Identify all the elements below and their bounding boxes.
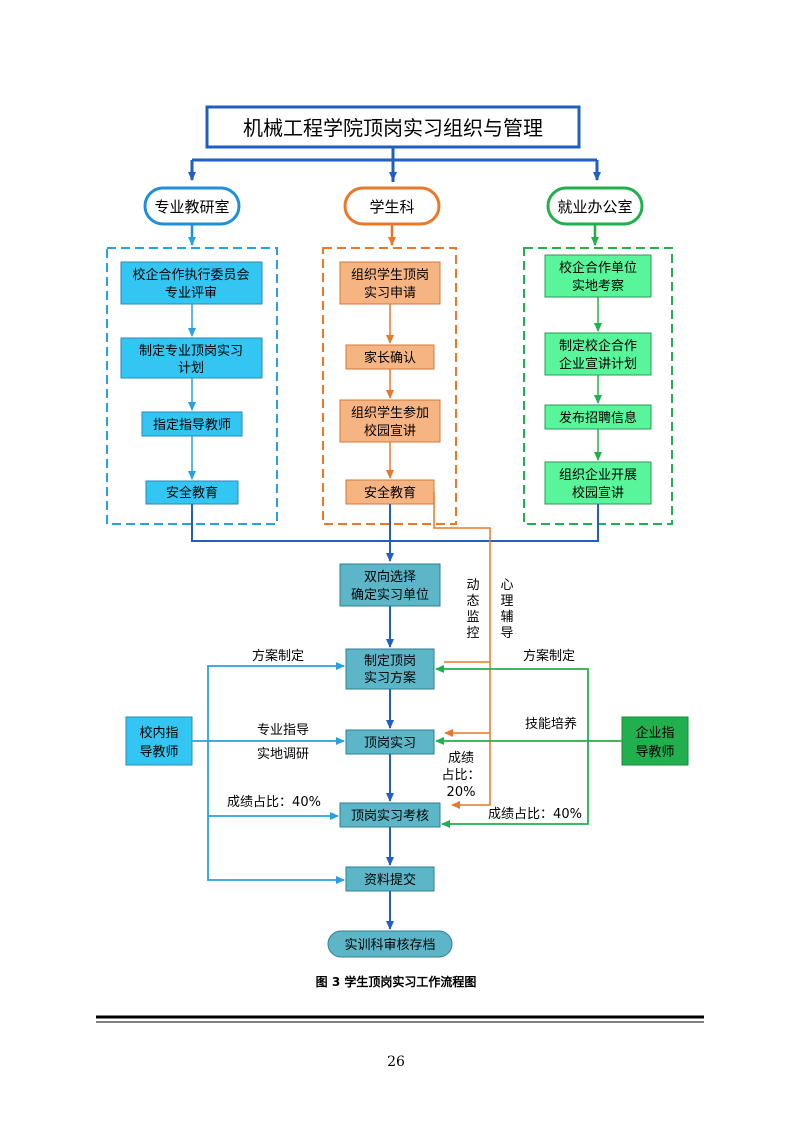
edge-labels: 动 态 监 控 心 理 辅 导 方案制定 方案制定 专业指导 实地调研 技能培养… xyxy=(227,578,582,822)
company-teacher-node xyxy=(621,716,689,766)
main-step-3 xyxy=(345,729,435,755)
right-step-1-line1: 校企合作单位 xyxy=(559,260,637,276)
middle-step-1-line1: 组织学生顶岗 xyxy=(351,267,429,283)
middle-step-3 xyxy=(339,399,441,443)
right-steps: 校企合作单位 实地考察 制定校企合作 企业宣讲计划 发布招聘信息 组织企业开展 … xyxy=(544,254,652,505)
label-plan-left: 方案制定 xyxy=(252,648,304,664)
label-guidance-2: 实地调研 xyxy=(257,747,309,762)
right-step-2-line2: 企业宣讲计划 xyxy=(559,356,637,372)
label-psych-2: 理 xyxy=(500,594,513,609)
right-step-4 xyxy=(544,461,652,505)
company-teacher-connectors xyxy=(435,665,622,828)
dept-right-label: 就业办公室 xyxy=(557,198,632,216)
school-teacher-line1: 校内指 xyxy=(139,725,178,741)
right-step-3 xyxy=(544,404,652,430)
left-step-2-line2: 计划 xyxy=(178,361,204,376)
main-step-3-line1: 顶岗实习 xyxy=(364,736,416,751)
right-step-1-line2: 实地考察 xyxy=(572,279,624,294)
middle-step-4-line1: 安全教育 xyxy=(364,485,416,501)
final-step xyxy=(327,930,453,958)
company-teacher-line1: 企业指 xyxy=(635,725,674,741)
school-teacher-connectors xyxy=(192,662,345,884)
label-score-right: 成绩占比：40% xyxy=(488,807,582,822)
main-step-1-line2: 确定实习单位 xyxy=(351,588,429,603)
left-step-2-line1: 制定专业顶岗实习 xyxy=(139,344,243,359)
label-skill: 技能培养 xyxy=(525,716,577,732)
left-step-1-line2: 专业评审 xyxy=(165,286,217,301)
left-step-4-line1: 安全教育 xyxy=(166,485,218,501)
main-step-5 xyxy=(345,866,435,892)
right-step-4-line2: 校园宣讲 xyxy=(572,485,624,501)
label-psych-4: 导 xyxy=(500,626,513,641)
middle-step-1-line2: 实习申请 xyxy=(364,286,416,301)
right-step-2-line1: 制定校企合作 xyxy=(559,338,637,354)
middle-group xyxy=(322,247,457,525)
left-step-1 xyxy=(120,261,263,305)
left-steps: 校企合作执行委员会 专业评审 制定专业顶岗实习 计划 指定指导教师 安全教育 xyxy=(120,261,263,505)
orange-feedback-lines xyxy=(433,492,491,809)
main-flow: 双向选择 确定实习单位 制定顶岗 实习方案 顶岗实习 顶岗实习考核 资料提交 实… xyxy=(327,563,453,958)
right-step-1 xyxy=(544,254,652,298)
right-step-3-line1: 发布招聘信息 xyxy=(559,410,637,426)
final-step-label: 实训科审核存档 xyxy=(344,938,435,953)
left-step-2 xyxy=(120,337,263,379)
middle-steps: 组织学生顶岗 实习申请 家长确认 组织学生参加 校园宣讲 安全教育 xyxy=(339,261,441,505)
figure-caption: 图 3 学生顶岗实习工作流程图 xyxy=(316,974,477,989)
school-teacher-line2: 导教师 xyxy=(139,744,178,760)
main-step-2-line1: 制定顶岗 xyxy=(364,654,416,669)
label-score-mid-2: 占比： xyxy=(441,768,480,783)
main-step-2 xyxy=(345,648,435,690)
main-step-1-line1: 双向选择 xyxy=(364,569,416,585)
middle-step-3-line2: 校园宣讲 xyxy=(364,423,416,439)
merge-lines xyxy=(191,504,599,562)
title-text: 机械工程学院顶岗实习组织与管理 xyxy=(243,116,543,140)
title-connectors xyxy=(188,147,601,182)
label-score-mid-1: 成绩 xyxy=(448,751,474,766)
label-dynamic-3: 监 xyxy=(466,610,479,625)
middle-step-3-line1: 组织学生参加 xyxy=(351,405,429,421)
label-dynamic-2: 态 xyxy=(466,594,479,609)
main-step-1 xyxy=(339,563,441,607)
main-step-4 xyxy=(339,802,441,828)
right-step-2 xyxy=(544,332,652,376)
school-teacher-node xyxy=(125,716,193,766)
main-step-4-line1: 顶岗实习考核 xyxy=(351,809,429,824)
dept-middle-label: 学生科 xyxy=(369,198,414,216)
label-score-mid-3: 20% xyxy=(447,785,476,800)
left-step-1-line1: 校企合作执行委员会 xyxy=(132,267,249,283)
label-guidance-1: 专业指导 xyxy=(257,723,309,738)
label-score-left: 成绩占比：40% xyxy=(227,795,321,810)
label-plan-right: 方案制定 xyxy=(523,648,575,664)
right-step-4-line1: 组织企业开展 xyxy=(559,467,637,483)
label-dynamic-4: 控 xyxy=(466,626,479,641)
middle-step-2-line1: 家长确认 xyxy=(364,350,416,366)
left-group xyxy=(106,247,278,525)
page-number: 26 xyxy=(387,1054,405,1070)
main-step-5-line1: 资料提交 xyxy=(364,872,416,888)
dept-left-label: 专业教研室 xyxy=(154,198,229,216)
middle-step-2 xyxy=(345,344,435,370)
label-psych-1: 心 xyxy=(500,578,513,593)
company-teacher-line2: 导教师 xyxy=(635,744,674,760)
label-psych-3: 辅 xyxy=(500,610,513,625)
label-dynamic-1: 动 xyxy=(466,578,479,593)
main-step-2-line2: 实习方案 xyxy=(364,670,416,686)
left-step-3-line1: 指定指导教师 xyxy=(153,417,231,433)
